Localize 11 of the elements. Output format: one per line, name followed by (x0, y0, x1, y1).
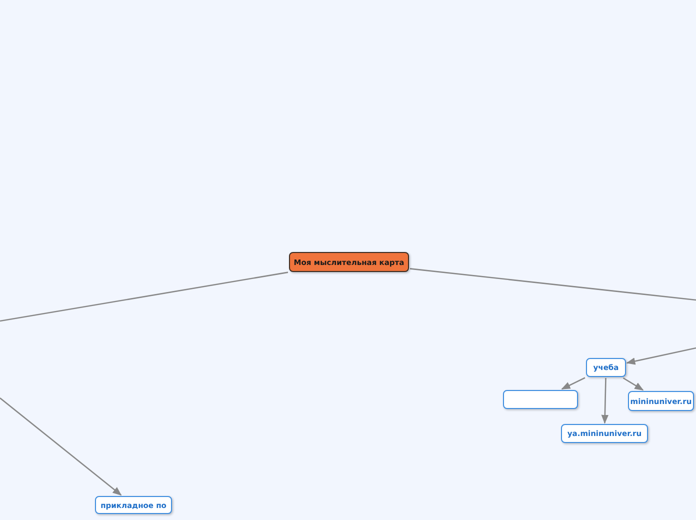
connector-arrow (601, 378, 609, 424)
topic-box (586, 358, 626, 377)
connector-arrow (626, 347, 696, 365)
connector-arrow (0, 398, 122, 496)
topic-box (95, 496, 172, 514)
central-topic-box (289, 252, 409, 272)
connector-arrow (561, 377, 586, 390)
connector-arrow (622, 377, 644, 391)
topic-box (628, 391, 694, 411)
topic-box (561, 424, 648, 443)
topic-box (503, 390, 578, 409)
